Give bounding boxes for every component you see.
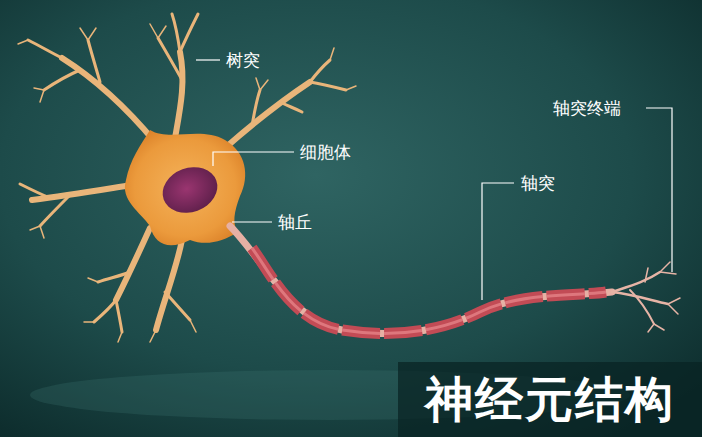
title: 神经元结构 xyxy=(425,368,675,432)
label-anchor: 轴丘 xyxy=(278,211,312,233)
title-banner: 神经元结构 xyxy=(398,362,702,437)
axon-core xyxy=(230,226,612,333)
dendrites xyxy=(18,14,356,342)
nucleus xyxy=(156,160,224,220)
part-label: 轴突终端 xyxy=(553,97,621,119)
label-anchor: 树突 xyxy=(226,49,260,71)
leader-lines xyxy=(196,60,672,300)
label-anchor: 细胞体 xyxy=(300,141,351,163)
myelin-highlight xyxy=(252,248,606,333)
myelin-sheath xyxy=(252,248,606,333)
part-label: 树突 xyxy=(226,49,260,71)
part-label: 细胞体 xyxy=(300,141,351,163)
label-anchor: 轴突终端 xyxy=(553,97,621,119)
part-label: 轴丘 xyxy=(278,211,312,233)
part-label: 轴突 xyxy=(521,172,555,194)
label-anchor: 轴突 xyxy=(521,172,555,194)
axon-terminal xyxy=(612,262,680,332)
